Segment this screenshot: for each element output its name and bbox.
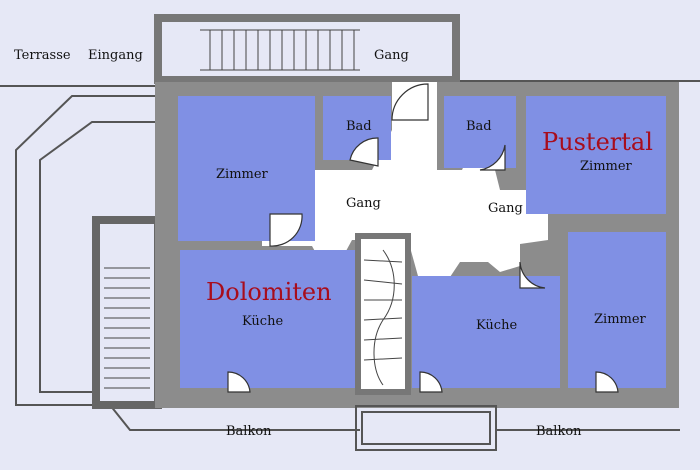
inner-staircase bbox=[355, 233, 411, 395]
label-terrasse: Terrasse bbox=[14, 48, 71, 63]
label-kueche-left: Küche bbox=[242, 314, 283, 329]
room-zimmer-right-bottom bbox=[568, 232, 666, 388]
label-balkon-left: Balkon bbox=[226, 424, 272, 439]
terrace-outline bbox=[0, 80, 700, 431]
door-swings bbox=[227, 83, 619, 393]
label-balkon-right: Balkon bbox=[536, 424, 582, 439]
entrance-staircase bbox=[154, 14, 460, 84]
label-zimmer-right-bottom: Zimmer bbox=[594, 312, 647, 327]
balconies bbox=[130, 405, 680, 451]
label-zimmer-left: Zimmer bbox=[216, 167, 269, 182]
apartment-name-right: Pustertal bbox=[542, 128, 653, 156]
apartment-name-left: Dolomiten bbox=[206, 278, 332, 306]
room-zimmer-right-top bbox=[526, 96, 666, 214]
label-gang-top: Gang bbox=[374, 48, 409, 63]
room-kueche-right bbox=[412, 276, 560, 388]
label-eingang: Eingang bbox=[88, 48, 143, 63]
label-zimmer-right-top: Zimmer bbox=[580, 159, 633, 174]
label-gang-right: Gang bbox=[488, 201, 523, 216]
label-bad-left: Bad bbox=[346, 119, 372, 134]
label-bad-right: Bad bbox=[466, 119, 492, 134]
label-kueche-right: Küche bbox=[476, 318, 517, 333]
room-kueche-left bbox=[180, 250, 356, 388]
corridor bbox=[262, 82, 548, 280]
label-gang-left: Gang bbox=[346, 196, 381, 211]
labels: Terrasse Eingang Gang Bad Bad Zimmer Zim… bbox=[14, 48, 653, 439]
outside-staircase bbox=[92, 216, 162, 409]
